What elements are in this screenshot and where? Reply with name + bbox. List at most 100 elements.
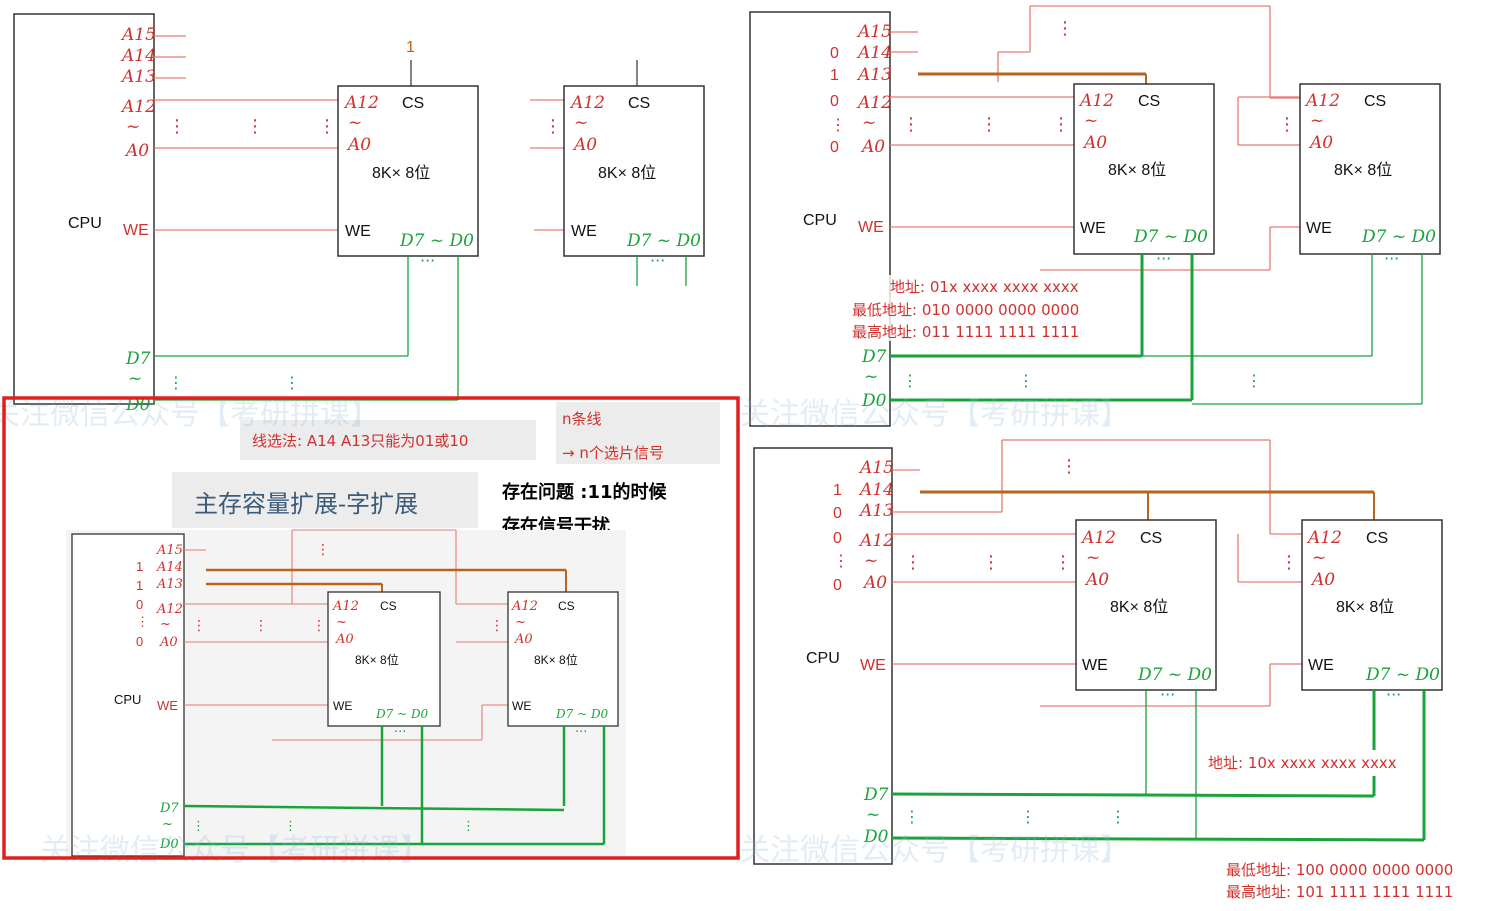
pin-a0: A0 [124, 141, 149, 161]
svg-text:0: 0 [833, 577, 842, 594]
svg-text:CS: CS [1366, 530, 1388, 547]
svg-text:A0: A0 [514, 632, 533, 647]
svg-text:8K× 8位: 8K× 8位 [372, 164, 430, 182]
svg-text:A0: A0 [862, 573, 887, 593]
chip-2: A12 CS ~ A0 8K× 8位 WE D7 ~ D0 [1299, 83, 1441, 255]
cpu-label: CPU [803, 212, 837, 229]
pin-we: WE [123, 222, 149, 239]
chip-1: A12 CS ~ A0 8K× 8位 WE D7 ~ D0 [337, 85, 479, 257]
svg-text:8K× 8位: 8K× 8位 [1336, 598, 1394, 616]
svg-text:A0: A0 [1082, 133, 1107, 153]
svg-text:WE: WE [858, 219, 884, 236]
svg-text:···: ··· [1156, 249, 1171, 268]
address-pattern: 地址: 01x xxxx xxxx xxxx [890, 278, 1079, 296]
svg-text:⋮: ⋮ [312, 618, 326, 634]
svg-text:···: ··· [1384, 249, 1399, 268]
svg-text:⋮: ⋮ [1020, 807, 1036, 826]
chip-1: A12 CS ~ A0 8K× 8位 WE D7 ~ D0 [1075, 519, 1217, 691]
panel-1: CPU A15 A14 A13 A12 ~ A0 WE D7 ~ D0 ⋮⋮⋮⋮… [13, 13, 705, 415]
svg-text:WE: WE [860, 657, 886, 674]
svg-text:~: ~ [1084, 111, 1098, 131]
svg-text:~: ~ [348, 113, 362, 133]
dots-data: ··· ··· ⋮⋮ [168, 251, 665, 392]
svg-text:A0: A0 [1308, 133, 1333, 153]
svg-text:WE: WE [333, 699, 352, 713]
svg-text:⋮: ⋮ [1018, 371, 1034, 390]
svg-text:⋮: ⋮ [284, 819, 297, 834]
n-lines-note: n条线 [562, 410, 602, 428]
svg-text:D0: D0 [861, 391, 887, 411]
section-title: 主存容量扩展-字扩展 [194, 490, 418, 518]
svg-text:8K× 8位: 8K× 8位 [1334, 161, 1392, 179]
svg-text:⋮: ⋮ [318, 116, 336, 137]
svg-text:⋮: ⋮ [544, 116, 562, 137]
svg-text:A0: A0 [1310, 570, 1335, 590]
highlight-frame [2, 396, 740, 860]
svg-text:A15: A15 [858, 458, 894, 478]
data-bus-1 [154, 256, 687, 401]
data-bus [183, 726, 606, 846]
svg-text:⋮: ⋮ [1278, 114, 1296, 135]
svg-text:0: 0 [136, 634, 143, 649]
svg-text:A12: A12 [1306, 528, 1342, 548]
svg-text:A12: A12 [569, 93, 605, 113]
svg-text:A13: A13 [856, 65, 892, 85]
svg-text:⋮: ⋮ [902, 371, 918, 390]
svg-text:D7: D7 [863, 785, 889, 805]
svg-text:⋮: ⋮ [192, 618, 206, 634]
svg-text:D7 ~ D0: D7 ~ D0 [555, 707, 609, 721]
svg-text:⋮: ⋮ [904, 552, 922, 573]
cpu-label: CPU [806, 650, 840, 667]
svg-text:⋮: ⋮ [1246, 371, 1262, 390]
svg-text:8K× 8位: 8K× 8位 [534, 652, 578, 667]
panel-4: CPU A15 A14 A13 A12 ~ A0 WE D7 ~ D0 1 0 … [753, 439, 1453, 901]
svg-text:1: 1 [136, 559, 143, 574]
svg-text:~: ~ [336, 615, 347, 630]
svg-text:A15: A15 [156, 543, 183, 558]
svg-text:⋮: ⋮ [1054, 552, 1072, 573]
svg-text:⋮: ⋮ [1280, 552, 1298, 573]
svg-text:D7: D7 [159, 801, 179, 816]
svg-text:CS: CS [628, 95, 650, 112]
svg-text:CS: CS [1138, 93, 1160, 110]
cpu-label: CPU [114, 692, 141, 707]
svg-text:0: 0 [833, 530, 842, 547]
address-bits: 0 1 0 ⋮ 0 [830, 45, 846, 156]
svg-text:0: 0 [833, 505, 842, 522]
svg-text:关注微信公众号【考研拼课】: 关注微信公众号【考研拼课】 [740, 397, 1130, 432]
n-signals-note: → n个选片信号 [562, 444, 664, 462]
svg-text:WE: WE [571, 223, 597, 240]
pin-a15: A15 [120, 25, 156, 45]
svg-text:WE: WE [1080, 220, 1106, 237]
svg-text:⋮: ⋮ [904, 807, 920, 826]
svg-text:CS: CS [1364, 93, 1386, 110]
svg-text:···: ··· [650, 251, 665, 270]
svg-text:D7 ~ D0: D7 ~ D0 [1365, 665, 1440, 685]
cpu-box [749, 11, 891, 427]
line-select-box [240, 420, 536, 460]
svg-text:A0: A0 [335, 632, 354, 647]
svg-text:WE: WE [345, 223, 371, 240]
svg-text:D7 ~ D0: D7 ~ D0 [399, 231, 474, 251]
svg-text:⋮: ⋮ [1052, 114, 1070, 135]
svg-text:~: ~ [160, 617, 171, 632]
svg-text:⋮: ⋮ [168, 373, 184, 392]
svg-text:0: 0 [136, 597, 143, 612]
svg-text:关注微信公众号【考研拼课】: 关注微信公众号【考研拼课】 [0, 397, 380, 432]
svg-text:WE: WE [1306, 220, 1332, 237]
svg-text:⋮: ⋮ [192, 819, 205, 834]
cpu-label: CPU [68, 215, 102, 232]
svg-text:⋮: ⋮ [1056, 18, 1074, 39]
pin-tilde: ~ [126, 117, 140, 137]
svg-text:D7 ~ D0: D7 ~ D0 [375, 707, 429, 721]
svg-text:~: ~ [862, 113, 876, 133]
svg-text:~: ~ [1312, 548, 1326, 568]
svg-text:~: ~ [1310, 111, 1324, 131]
svg-text:WE: WE [1082, 657, 1108, 674]
svg-text:A15: A15 [856, 22, 892, 42]
pin-tilde-d: ~ [128, 369, 142, 389]
svg-text:A12: A12 [343, 93, 379, 113]
svg-text:A14: A14 [156, 560, 183, 575]
svg-text:8K× 8位: 8K× 8位 [598, 164, 656, 182]
chip-2: A12 CS ~ A0 8K× 8位 WE D7 ~ D0 [1301, 519, 1443, 691]
